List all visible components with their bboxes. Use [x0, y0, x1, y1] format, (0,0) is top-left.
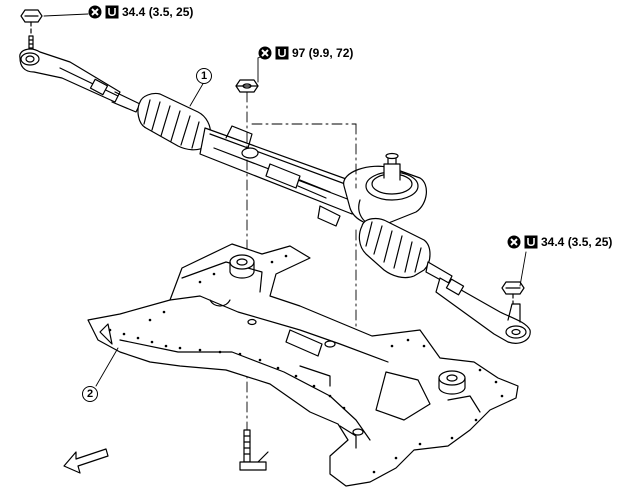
torque-value: 34.4 (3.5, 25) [122, 5, 194, 19]
callout-steering-gear: 1 [196, 68, 212, 84]
torque-value: 34.4 (3.5, 25) [541, 235, 613, 249]
callout-front-suspension-member: 2 [82, 386, 98, 402]
torque-value: 97 (9.9, 72) [292, 46, 354, 60]
tie-rod-nut-right-part [501, 281, 525, 305]
torque-wrench-icon [275, 46, 289, 60]
do-not-reuse-icon [88, 5, 102, 19]
steering-gear-assembly [137, 92, 431, 279]
front-suspension-member-part [87, 243, 519, 487]
tie-rod-nut-left-part [20, 9, 43, 51]
tie-rod-end-left [19, 48, 141, 113]
mounting-bolt [239, 429, 269, 471]
do-not-reuse-icon [507, 235, 521, 249]
torque-wrench-icon [524, 235, 538, 249]
torque-wrench-icon [105, 5, 119, 19]
tie-rod-end-right [425, 261, 531, 344]
torque-spec-rack-mount: 97 (9.9, 72) [258, 46, 353, 60]
rack-mount-nut-part [235, 79, 259, 93]
torque-spec-tie-rod-right: 34.4 (3.5, 25) [507, 235, 612, 249]
torque-spec-tie-rod-left: 34.4 (3.5, 25) [88, 5, 193, 19]
do-not-reuse-icon [258, 46, 272, 60]
leader-lines [43, 13, 527, 387]
vehicle-front-arrow-icon [63, 448, 109, 474]
